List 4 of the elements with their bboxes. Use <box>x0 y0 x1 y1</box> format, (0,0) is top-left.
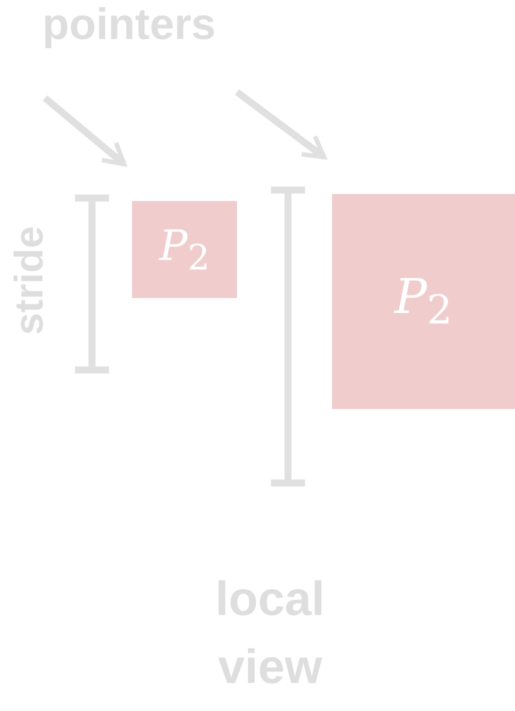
variable-box <box>132 201 237 298</box>
variable-box <box>332 194 515 409</box>
arrow <box>42 95 126 167</box>
arrow <box>234 89 326 160</box>
